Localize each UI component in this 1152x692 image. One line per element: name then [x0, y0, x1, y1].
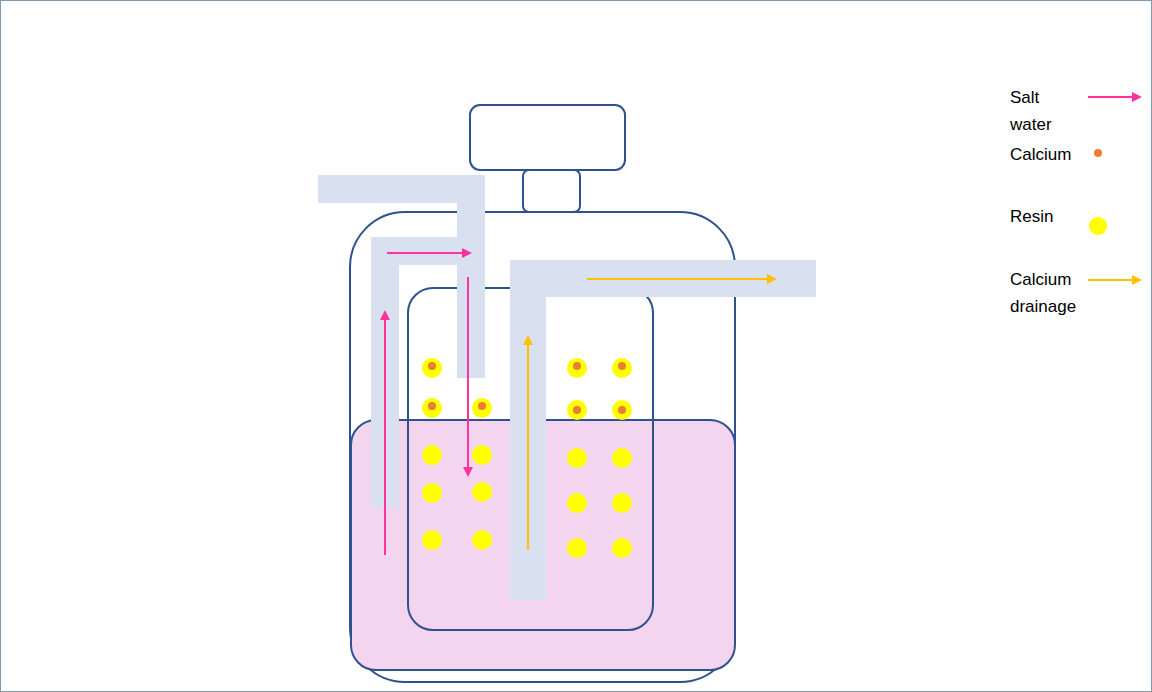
legend-swatch [1092, 147, 1104, 159]
legend-swatch [1087, 215, 1109, 237]
legend-arrow-sample [1088, 279, 1140, 281]
drainage-flow-arrow [587, 278, 775, 280]
tank-neck [523, 170, 580, 212]
salt-water-flow-arrow [384, 312, 386, 555]
tank-cap [470, 105, 625, 170]
salt-water-flow-arrow [467, 277, 469, 475]
inlet-down-pipe [457, 175, 485, 378]
pipes [318, 175, 816, 600]
brine-cross-pipe [371, 237, 471, 265]
drainage-flow-arrow [527, 337, 529, 550]
salt-water-flow-arrow [387, 252, 470, 254]
legend-label: Calcium [1010, 141, 1085, 168]
drain-outlet-pipe [510, 260, 816, 297]
legend-label: Calcium drainage [1010, 266, 1095, 320]
legend-arrow-sample [1088, 96, 1140, 98]
legend-label: Resin [1010, 203, 1085, 230]
legend-label: Salt water [1010, 84, 1085, 138]
drain-pipe [510, 260, 546, 600]
